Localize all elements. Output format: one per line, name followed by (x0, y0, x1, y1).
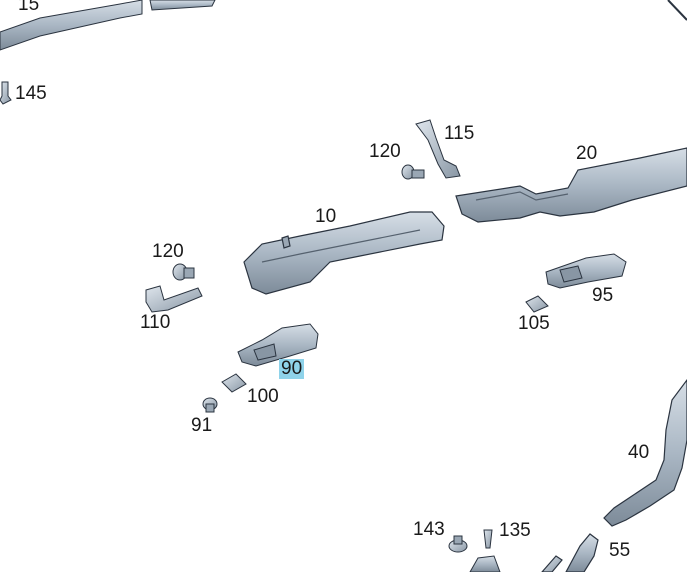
callout-10: 10 (315, 206, 337, 227)
part-55-connector (541, 533, 599, 572)
part-95-holder (545, 253, 627, 289)
callout-91: 91 (191, 415, 213, 436)
part-90-holder (237, 323, 319, 367)
callout-145: 145 (15, 83, 47, 104)
part-135-pin (469, 529, 501, 572)
callout-15: 15 (18, 0, 40, 15)
part-40-hose (603, 379, 687, 527)
part-145-clip (0, 81, 12, 105)
callout-135: 135 (499, 520, 531, 541)
callout-120-upper: 120 (369, 141, 401, 162)
callout-120-lower: 120 (152, 241, 184, 262)
part-91-screw (202, 397, 218, 413)
callout-95: 95 (592, 285, 614, 306)
callout-115: 115 (444, 123, 475, 144)
callout-55: 55 (609, 540, 631, 561)
part-143-grommet (448, 535, 468, 553)
edge-line (667, 0, 687, 21)
part-10-duct (243, 211, 445, 295)
callout-20: 20 (576, 143, 598, 164)
part-120-screw-upper (401, 164, 425, 180)
callout-90-highlighted[interactable]: 90 (279, 358, 305, 379)
callout-110: 110 (140, 312, 171, 333)
part-15-duct (0, 0, 216, 51)
part-20-duct (455, 147, 687, 223)
callout-100: 100 (247, 386, 279, 407)
callout-105: 105 (518, 313, 550, 334)
callout-143: 143 (413, 519, 445, 540)
callout-40: 40 (628, 442, 650, 463)
part-120-screw-lower (172, 263, 195, 281)
part-105-clip (525, 295, 549, 313)
part-100-clip (221, 373, 247, 393)
part-115-bracket (415, 119, 461, 179)
part-110-bracket (145, 285, 203, 313)
